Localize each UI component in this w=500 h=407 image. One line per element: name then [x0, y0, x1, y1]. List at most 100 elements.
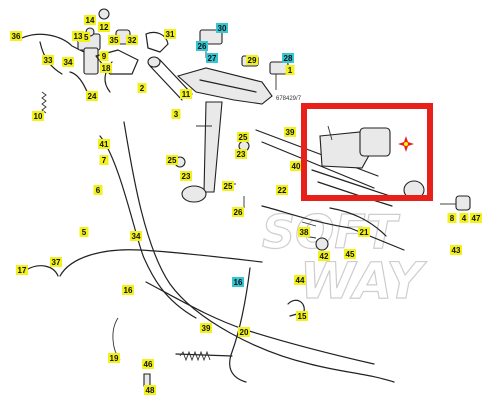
callout-31: 31	[164, 29, 176, 39]
callout-24: 24	[86, 91, 98, 101]
callout-18: 18	[100, 63, 112, 73]
callout-3: 3	[171, 109, 181, 119]
callout-number: 7	[102, 156, 107, 165]
callout-number: 38	[300, 228, 309, 237]
callout-number: 41	[100, 140, 109, 149]
callout-44: 44	[294, 275, 306, 285]
mirror-mount	[145, 31, 169, 53]
callout-number: 4	[462, 214, 467, 223]
callout-number: 6	[96, 186, 101, 195]
callout-40: 40	[290, 161, 302, 171]
callout-number: 43	[452, 246, 461, 255]
reservoir	[83, 47, 99, 75]
bolts-6-22	[196, 125, 245, 208]
bar-end-weight	[455, 195, 471, 211]
callout-33: 33	[42, 55, 54, 65]
callout-number: 15	[80, 33, 89, 42]
callout-32: 32	[126, 35, 138, 45]
callout-number: 8	[450, 214, 455, 223]
callout-43: 43	[450, 245, 462, 255]
callout-12: 12	[98, 22, 110, 32]
wire-40	[327, 125, 333, 141]
callout-14: 14	[84, 15, 96, 25]
pointer-star-icon	[398, 136, 414, 152]
callout-34: 34	[62, 57, 74, 67]
callout-number: 37	[52, 258, 61, 267]
callout-9: 9	[99, 51, 109, 61]
watermark-line1: SOFT	[262, 205, 401, 259]
callout-number: 22	[278, 186, 287, 195]
callout-22: 22	[276, 185, 288, 195]
cable-end-18	[25, 265, 59, 277]
callout-25: 25	[222, 181, 234, 191]
hose-36	[21, 33, 85, 53]
lever-38	[261, 205, 405, 251]
callout-8: 8	[447, 213, 457, 223]
callout-number: 25	[224, 182, 233, 191]
callout-28: 28	[282, 53, 294, 63]
callout-4: 4	[459, 213, 469, 223]
callout-number: 31	[166, 30, 175, 39]
callout-number: 36	[12, 32, 21, 41]
callout-26: 26	[196, 41, 208, 51]
cable-44-upper	[59, 249, 263, 277]
cable-21	[123, 121, 395, 383]
callout-41: 41	[98, 139, 110, 149]
callout-46: 46	[142, 359, 154, 369]
callout-number: 17	[18, 266, 27, 275]
callout-number: 26	[198, 42, 207, 51]
callout-47: 47	[470, 213, 482, 223]
callout-number: 42	[320, 252, 329, 261]
spring-11	[41, 91, 47, 114]
callout-number: 15	[298, 312, 307, 321]
callout-number: 24	[88, 92, 97, 101]
callout-number: 32	[128, 36, 137, 45]
callout-number: 48	[146, 386, 155, 395]
callout-48: 48	[144, 385, 156, 395]
callout-10: 10	[32, 111, 44, 121]
callout-number: 14	[86, 16, 95, 25]
callout-45: 45	[344, 249, 356, 259]
callout-23: 23	[180, 171, 192, 181]
callout-29: 29	[246, 55, 258, 65]
kill-switch	[359, 127, 391, 157]
callout-11: 11	[180, 89, 192, 99]
callout-42: 42	[318, 251, 330, 261]
callout-39: 39	[284, 127, 296, 137]
rubber-mount-26	[199, 29, 223, 45]
cable-adjuster	[175, 353, 233, 357]
callout-34: 34	[130, 231, 142, 241]
callout-number: 28	[284, 54, 293, 63]
part-code-label: 678429/7	[276, 96, 302, 102]
callout-number: 19	[110, 354, 119, 363]
rubber-mount-28	[269, 61, 289, 75]
callout-number: 23	[237, 150, 246, 159]
callout-26: 26	[232, 207, 244, 217]
callout-number: 34	[132, 232, 141, 241]
cable-34	[99, 135, 197, 319]
callout-6: 6	[93, 185, 103, 195]
callout-number: 40	[292, 162, 301, 171]
callout-5: 5	[79, 227, 89, 237]
callout-number: 9	[102, 52, 107, 61]
instrument-bracket	[176, 67, 273, 105]
callout-number: 23	[182, 172, 191, 181]
callout-number: 27	[208, 54, 217, 63]
callout-number: 25	[239, 133, 248, 142]
callout-number: 2	[140, 84, 145, 93]
callout-2: 2	[137, 83, 147, 93]
callout-number: 11	[182, 90, 191, 99]
callout-16: 16	[122, 285, 134, 295]
callout-16: 16	[232, 277, 244, 287]
callout-7: 7	[99, 155, 109, 165]
callout-36: 36	[10, 31, 22, 41]
callout-number: 34	[64, 58, 73, 67]
bracket-rib	[199, 79, 257, 93]
callout-13: 13	[72, 31, 84, 41]
callout-23: 23	[235, 149, 247, 159]
cable-44-lower	[229, 267, 251, 383]
highlight-box	[301, 103, 433, 201]
screw-47	[143, 373, 151, 387]
callout-39: 39	[200, 323, 212, 333]
